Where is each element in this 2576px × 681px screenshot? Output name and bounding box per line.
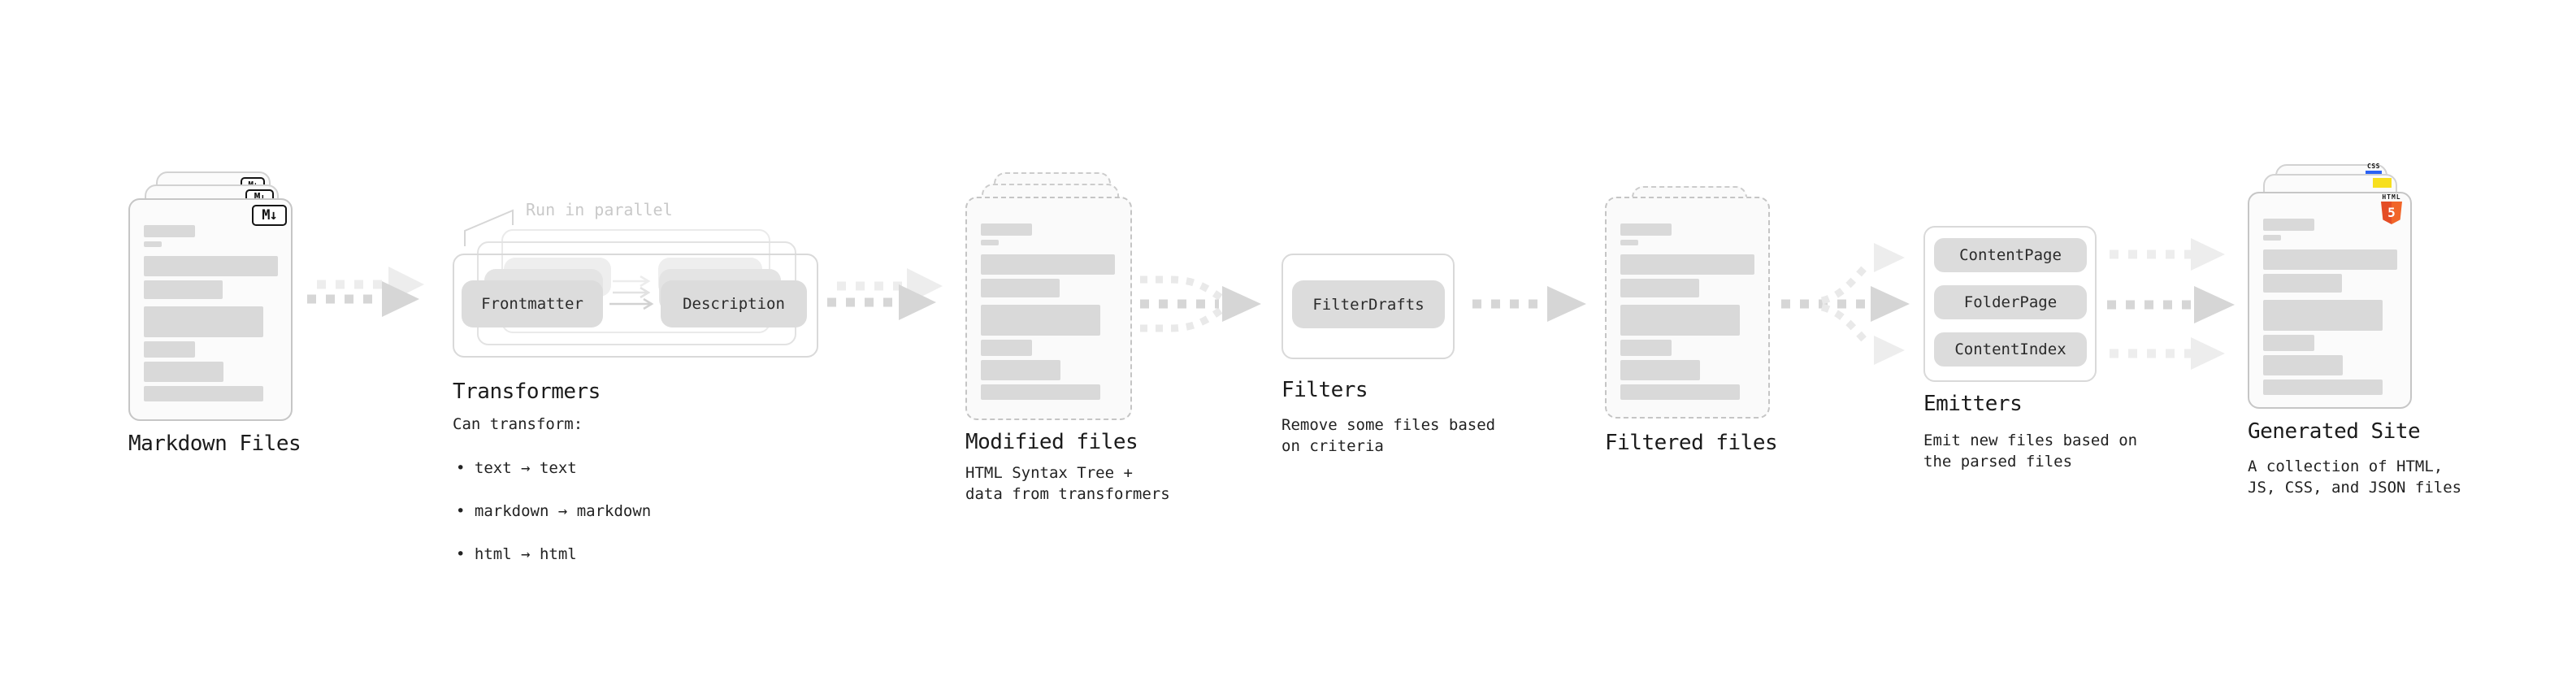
- css3-icon: CSS: [2363, 163, 2384, 174]
- markdown-icon: M↓: [252, 205, 287, 226]
- html5-icon-number: 5: [2387, 205, 2396, 220]
- text-placeholder-bar: [981, 223, 1032, 236]
- text-placeholder-bar: [981, 340, 1032, 356]
- transformers-title: Transformers: [453, 380, 601, 404]
- filters-box: [1281, 254, 1455, 359]
- filters-caption: Remove some files based on criteria: [1281, 416, 1496, 455]
- parallel-flow-arrows-icon: [609, 275, 654, 310]
- text-placeholder-bar: [144, 225, 195, 237]
- transformer-pill-description: Description: [661, 280, 807, 327]
- bullet-item: • markdown → markdown: [456, 501, 652, 520]
- text-placeholder-bar: [144, 280, 223, 299]
- emitter-pill-contentindex: ContentIndex: [1934, 332, 2087, 367]
- text-placeholder-bar: [981, 360, 1060, 380]
- transformer-pill-frontmatter: Frontmatter: [462, 280, 603, 327]
- run-in-parallel-callout-line: [464, 209, 514, 246]
- text-placeholder-bar: [2263, 235, 2281, 241]
- filters-title: Filters: [1281, 378, 1368, 402]
- bullet-item: • html → html: [456, 544, 577, 563]
- text-placeholder-bar: [981, 279, 1060, 297]
- text-placeholder-bar: [2263, 380, 2383, 395]
- text-placeholder-bar: [1620, 340, 1672, 356]
- filtered-file-card: [1605, 197, 1770, 419]
- arrow-filters-to-filtered: [1472, 286, 1586, 322]
- text-placeholder-bar: [1620, 384, 1740, 400]
- emitter-pill-folderpage: FolderPage: [1934, 285, 2087, 319]
- modified-file-card: [965, 197, 1132, 420]
- text-placeholder-bar: [2263, 300, 2383, 331]
- transformers-bullets: • text → text • markdown → markdown • ht…: [456, 436, 651, 587]
- arrow-markdown-to-transformers: [307, 267, 424, 317]
- emitters-caption: Emit new files based on the parsed files: [1923, 432, 2138, 471]
- text-placeholder-bar: [144, 241, 162, 247]
- bullet-item: • text → text: [456, 458, 577, 477]
- css-icon-bar: [2366, 171, 2382, 174]
- arrow-emitters-to-generated: [2107, 238, 2235, 370]
- modified-files-label: Modified files: [965, 430, 1138, 454]
- text-placeholder-bar: [2263, 355, 2343, 375]
- text-placeholder-bar: [981, 240, 999, 245]
- markdown-file-card: [128, 198, 293, 421]
- text-placeholder-bar: [1620, 360, 1700, 380]
- text-placeholder-bar: [2263, 219, 2314, 231]
- emitters-title: Emitters: [1923, 392, 2023, 416]
- text-placeholder-bar: [1620, 279, 1699, 297]
- html5-icon-word: HTML: [2382, 193, 2401, 201]
- css-icon-text: CSS: [2367, 163, 2380, 170]
- emitter-pill-contentpage: ContentPage: [1934, 238, 2087, 272]
- javascript-icon: [2373, 178, 2392, 188]
- text-placeholder-bar: [144, 341, 195, 358]
- text-placeholder-bar: [144, 386, 263, 401]
- filter-pill-filterdrafts: FilterDrafts: [1292, 280, 1445, 328]
- html5-icon: HTML 5: [2379, 193, 2404, 224]
- arrow-modified-to-filters-converge: [1140, 275, 1261, 332]
- transformers-box: [453, 254, 818, 358]
- text-placeholder-bar: [1620, 223, 1672, 236]
- modified-files-caption: HTML Syntax Tree + data from transformer…: [965, 464, 1170, 503]
- text-placeholder-bar: [2263, 249, 2397, 270]
- emitters-box: [1923, 226, 2097, 382]
- filtered-files-label: Filtered files: [1605, 431, 1778, 455]
- arrow-filtered-to-emitters-diverge: [1781, 243, 1910, 365]
- generated-file-card-html: [2248, 192, 2412, 409]
- text-placeholder-bar: [144, 256, 278, 276]
- transformers-caption-intro: Can transform:: [453, 415, 583, 433]
- text-placeholder-bar: [981, 384, 1100, 400]
- text-placeholder-bar: [1620, 305, 1740, 336]
- markdown-files-label: Markdown Files: [128, 432, 301, 456]
- text-placeholder-bar: [2263, 335, 2314, 351]
- text-placeholder-bar: [1620, 254, 1754, 275]
- text-placeholder-bar: [981, 254, 1115, 275]
- text-placeholder-bar: [1620, 240, 1638, 245]
- text-placeholder-bar: [2263, 274, 2342, 293]
- text-placeholder-bar: [144, 306, 263, 337]
- html5-icon-shield: 5: [2381, 202, 2402, 224]
- markdown-icon-text: M↓: [262, 207, 278, 223]
- arrow-transformers-to-modified: [827, 268, 943, 320]
- run-in-parallel-annotation: Run in parallel: [526, 200, 673, 219]
- generated-site-label: Generated Site: [2248, 419, 2421, 444]
- generated-site-caption: A collection of HTML, JS, CSS, and JSON …: [2248, 458, 2462, 497]
- text-placeholder-bar: [981, 305, 1100, 336]
- text-placeholder-bar: [144, 362, 223, 382]
